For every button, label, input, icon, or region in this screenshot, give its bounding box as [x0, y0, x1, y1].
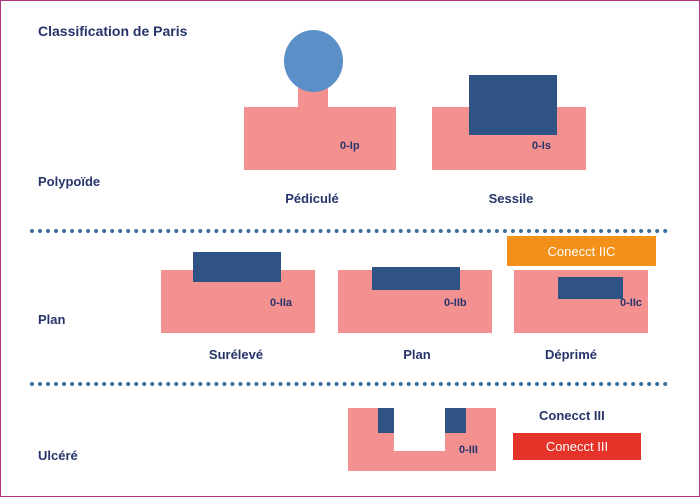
conecct-iic-badge: Conecct IIC	[507, 236, 656, 266]
polyp-head-ip	[284, 30, 343, 92]
lesion-iii-left	[378, 408, 394, 433]
lesion-iii-right	[445, 408, 466, 433]
code-label-iic: 0-IIc	[620, 297, 643, 309]
type-name-iib: Plan	[403, 347, 431, 362]
code-label-ip: 0-Ip	[340, 140, 360, 152]
type-name-ip: Pédiculé	[285, 191, 339, 206]
conecct-iii-label: Conecct III	[539, 408, 605, 423]
type-name-is: Sessile	[488, 191, 534, 206]
lesion-iia	[193, 252, 281, 282]
lesion-iib	[372, 267, 460, 290]
type-name-iic: Déprimé	[544, 347, 598, 362]
figure-title: Classification de Paris	[38, 23, 188, 39]
code-label-iia: 0-IIa	[270, 297, 293, 309]
section-label-ulcere: Ulcéré	[38, 448, 78, 463]
section-divider-1	[30, 229, 668, 233]
code-label-iib: 0-IIb	[444, 297, 467, 309]
mucosa-block-iii-bottom	[394, 451, 445, 471]
section-divider-2	[30, 382, 668, 386]
section-label-plan: Plan	[38, 312, 66, 327]
mucosa-block-ip	[244, 107, 396, 170]
lesion-iic	[558, 277, 623, 299]
code-label-iii: 0-III	[459, 444, 478, 456]
lesion-is	[469, 75, 557, 135]
section-label-polypoide: Polypoïde	[38, 174, 101, 189]
code-label-is: 0-Is	[532, 140, 551, 152]
type-name-iia: Surélevé	[208, 347, 264, 362]
conecct-iii-badge: Conecct III	[513, 433, 641, 460]
